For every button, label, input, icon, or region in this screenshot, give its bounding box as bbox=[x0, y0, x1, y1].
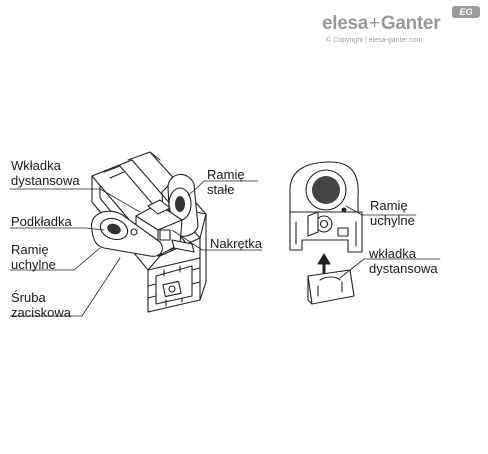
assembled-unit bbox=[289, 161, 363, 253]
label-fixed-arm-line1: Ramię bbox=[207, 167, 245, 182]
spacer-insert bbox=[307, 269, 355, 305]
brand-badge: EG bbox=[452, 6, 480, 18]
label-right-swing-arm: Ramię uchylne bbox=[370, 198, 415, 228]
copyright-text: © Copyright | elesa-ganter.com bbox=[326, 37, 423, 44]
label-clamp-screw-line1: Śruba bbox=[11, 290, 46, 305]
label-spacer-insert-line2: dystansowa bbox=[11, 173, 80, 188]
label-right-swing-arm-line2: uchylne bbox=[370, 213, 415, 228]
brand-plus: + bbox=[369, 13, 380, 34]
label-right-spacer-insert-line1: wkładka bbox=[369, 246, 416, 261]
brand-name-left: elesa bbox=[322, 13, 369, 34]
label-nut: Nakrętka bbox=[210, 236, 263, 251]
label-swing-arm-line2: uchylne bbox=[11, 257, 56, 272]
label-washer: Podkładka bbox=[11, 214, 72, 229]
leader-lines-left bbox=[9, 180, 263, 317]
label-spacer-insert-line1: Wkładka bbox=[11, 158, 61, 173]
label-right-swing-arm-line1: Ramię bbox=[370, 198, 408, 213]
swing-arm bbox=[91, 210, 163, 257]
label-right-spacer-insert-line2: dystansowa bbox=[369, 261, 438, 276]
label-clamp-screw-line2: zaciskowa bbox=[11, 305, 71, 320]
label-fixed-arm-line2: stałe bbox=[207, 182, 235, 197]
label-clamp-screw: Śruba zaciskowa bbox=[11, 290, 71, 320]
label-swing-arm-line1: Ramię bbox=[11, 242, 49, 257]
brand-logo: elesa+Ganter bbox=[322, 13, 441, 35]
label-fixed-arm: Ramię stałe bbox=[207, 167, 245, 197]
label-right-spacer-insert: wkładka dystansowa bbox=[369, 246, 438, 276]
label-swing-arm: Ramię uchylne bbox=[11, 242, 56, 272]
brand-name-right: Ganter bbox=[380, 13, 441, 34]
leader-lines-right bbox=[339, 205, 441, 279]
label-spacer-insert: Wkładka dystansowa bbox=[11, 158, 80, 188]
